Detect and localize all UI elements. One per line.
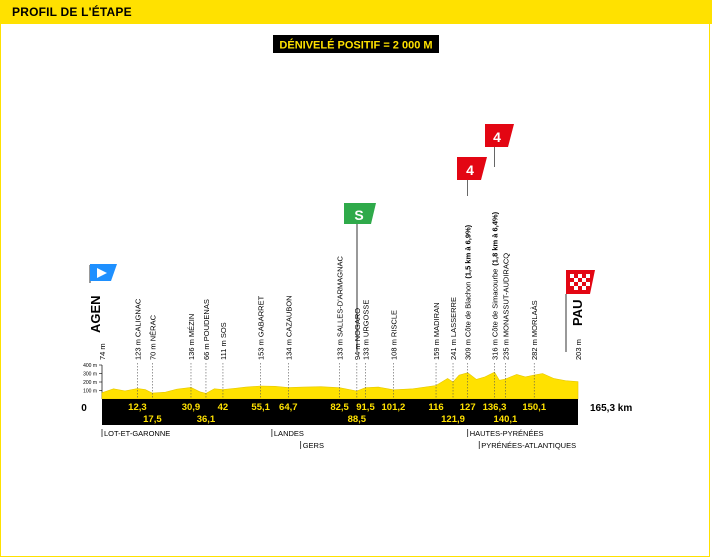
checker-square (574, 286, 578, 290)
waypoint-label-text: 134 m CAZAUBON (284, 295, 293, 360)
waypoint-label-text: 203 m (574, 339, 583, 360)
waypoint-label: 282 m MORLAÀS (530, 300, 539, 360)
km-label: 140,1 (494, 414, 518, 425)
altitude-tick-label: 100 m (83, 389, 97, 395)
panel-frame (0, 24, 710, 557)
total-distance-label: 165,3 km (590, 403, 632, 414)
waypoint-label-text: 309 m Côte de Blachon (464, 282, 473, 360)
elevation-gain-badge (273, 35, 439, 53)
waypoint-label-text: 74 m (98, 343, 107, 360)
waypoint-label: 70 m NÉRAC (148, 314, 157, 360)
waypoint-label: 316 m Côte de Simacourbe (1,8 km à 6,4%) (490, 211, 499, 360)
waypoint-label-text: 108 m RISCLE (389, 310, 398, 360)
page-title: PROFIL DE L'ÉTAPE (12, 5, 132, 19)
checker-square (582, 286, 586, 290)
km-label: 127 (460, 402, 476, 413)
waypoint-label: 74 m (98, 343, 107, 360)
waypoint-label: 134 m CAZAUBON (284, 295, 293, 360)
km-label: 17,5 (143, 414, 162, 425)
waypoint-label: 66 m POUDENAS (202, 299, 211, 360)
checker-square (570, 274, 574, 278)
elevation-gain-text: DÉNIVELÉ POSITIF = 2 000 M (279, 39, 432, 52)
altitude-scale: 400 m 300 m 200 m 100 m (83, 363, 103, 399)
waypoint-label: 123 m CALIGNAC (133, 298, 142, 360)
waypoint-label: 108 m RISCLE (389, 310, 398, 360)
climb-flag-blachon-icon: 4 (457, 157, 487, 180)
start-km-label: 0 (81, 403, 87, 414)
km-band (102, 399, 578, 425)
department-label: LOT-ET-GARONNE (104, 429, 170, 438)
department-label: PYRÉNÉES-ATLANTIQUES (481, 441, 576, 450)
waypoint-label-text: 316 m Côte de Simacourbe (490, 269, 499, 360)
waypoint-label-text: 153 m GABARRET (257, 295, 266, 360)
finish-flag-icon (565, 270, 595, 352)
waypoint-label-text: 136 m MÉZIN (187, 314, 196, 360)
altitude-tick-label: 400 m (83, 363, 97, 369)
km-label: 82,5 (330, 402, 349, 413)
header-bar (0, 0, 712, 24)
km-label: 30,9 (182, 402, 201, 413)
department-labels: LOT-ET-GARONNE LANDES GERS HAUTES-PYRÉNÉES P… (101, 429, 576, 450)
waypoint-label-text: 241 m LASSERRE (449, 297, 458, 360)
climb-flag-simacourbe-icon: 4 (485, 124, 514, 147)
waypoint-label-text: 159 m MADIRAN (432, 302, 441, 360)
waypoint-climb-detail: (1,5 km à 6,9%) (464, 224, 473, 278)
waypoint-label-text: 133 m SALLES-D'ARMAGNAC (336, 255, 345, 360)
checker-square (574, 278, 578, 282)
km-label: 121,9 (441, 414, 465, 425)
waypoint-label-text: 66 m POUDENAS (202, 299, 211, 360)
waypoint-label-text: 282 m MORLAÀS (530, 300, 539, 360)
km-label: 88,5 (348, 414, 367, 425)
waypoint-label-text: 235 m MONASSUT-AUDIRACQ (501, 253, 510, 360)
waypoint-label-text: 133 m URGOSSE (361, 300, 370, 360)
start-town-name: AGEN (88, 295, 103, 333)
department-label: GERS (303, 441, 324, 450)
waypoint-label: 136 m MÉZIN (187, 314, 196, 360)
start-flag-icon (89, 264, 117, 283)
sprint-flag-label: S (354, 207, 363, 223)
climb-category-simacourbe: 4 (493, 129, 501, 145)
km-labels: 12,3 30,9 42 55,1 64,7 82,5 91,5 101,2 116 127 136… (128, 402, 547, 425)
checker-square (578, 282, 582, 286)
finish-town-name: PAU (570, 300, 585, 326)
km-label: 55,1 (251, 402, 270, 413)
km-label: 136,3 (483, 402, 507, 413)
km-label: 42 (218, 402, 229, 413)
waypoint-label: 133 m SALLES-D'ARMAGNAC (336, 255, 345, 360)
km-label: 91,5 (356, 402, 375, 413)
waypoint-label-text: 70 m NÉRAC (148, 314, 157, 360)
department-label: LANDES (274, 429, 304, 438)
waypoint-label: 159 m MADIRAN (432, 302, 441, 360)
km-label: 64,7 (279, 402, 298, 413)
checker-square (582, 278, 586, 282)
waypoint-markers: 74 m AGEN 123 m CALIGNAC 70 m NÉRAC 136 m MÉ… (88, 147, 585, 399)
km-label: 12,3 (128, 402, 147, 413)
checker-square (570, 282, 574, 286)
altitude-tick-label: 300 m (83, 372, 97, 378)
waypoint-label-text: 123 m CALIGNAC (133, 298, 142, 360)
waypoint-label: 153 m GABARRET (257, 295, 266, 360)
km-label: 36,1 (197, 414, 216, 425)
department-label: HAUTES-PYRÉNÉES (470, 429, 544, 438)
checker-square (578, 274, 582, 278)
km-label: 101,2 (382, 402, 406, 413)
waypoint-label: 111 m SOS (219, 322, 228, 360)
climb-category-blachon: 4 (466, 162, 474, 178)
altitude-tick-label: 200 m (83, 380, 97, 386)
km-label: 150,1 (522, 402, 546, 413)
elevation-profile-area (101, 371, 579, 400)
sprint-flag-icon: S (344, 203, 376, 352)
waypoint-label-text: 111 m SOS (219, 322, 228, 360)
waypoint-label: 133 m URGOSSE (361, 300, 370, 360)
waypoint-label: 309 m Côte de Blachon (1,5 km à 6,9%) (464, 224, 473, 360)
waypoint-label: 203 m (574, 339, 583, 360)
waypoint-label: 235 m MONASSUT-AUDIRACQ (501, 253, 510, 360)
checker-square (586, 274, 590, 278)
checker-square (586, 282, 590, 286)
waypoint-climb-detail: (1,8 km à 6,4%) (490, 211, 499, 265)
waypoint-label: 241 m LASSERRE (449, 297, 458, 360)
km-label: 116 (428, 402, 443, 413)
